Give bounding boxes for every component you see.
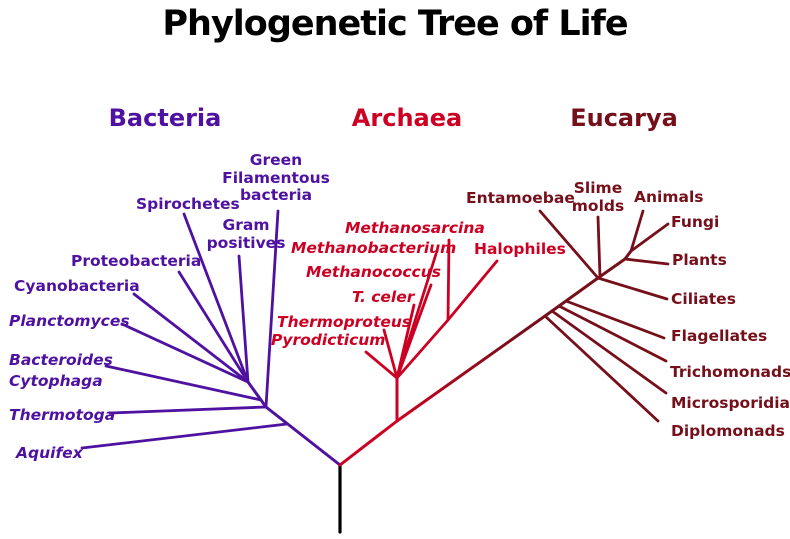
branch-diplomonads — [543, 314, 660, 423]
bacteria-hub-upper — [246, 380, 268, 409]
taxon-label-cytophaga: Cytophaga — [9, 372, 103, 390]
taxon-label-fungi: Fungi — [671, 213, 720, 231]
taxon-label-aquifex: Aquifex — [16, 444, 83, 462]
taxon-label-animals: Animals — [634, 188, 704, 206]
taxon-label-planctomyces: Planctomyces — [9, 312, 130, 330]
branch-entamoebae — [538, 209, 600, 280]
domain-header-eucarya: Eucarya — [570, 104, 678, 132]
taxon-label-halophiles: Halophiles — [474, 240, 566, 258]
taxon-label-diplomonads: Diplomonads — [671, 422, 785, 440]
branch-flagellates — [564, 299, 666, 340]
domain-header-archaea: Archaea — [351, 104, 463, 132]
taxon-label-methanobacterium: Methanobacterium — [291, 239, 457, 257]
branch-plants — [623, 257, 670, 266]
branch-animals — [629, 209, 645, 253]
domain-header-bacteria: Bacteria — [108, 104, 222, 132]
branch-spirochetes — [182, 212, 250, 384]
taxon-label-flagellates: Flagellates — [671, 327, 768, 345]
branch-methanosarcina — [446, 238, 451, 322]
branch-methanobacterium — [395, 252, 438, 380]
branch-thermoproteus — [382, 328, 399, 380]
branch-bacteroides-cytophaga — [104, 364, 263, 402]
root-to-archaea — [338, 419, 399, 467]
eucarya-main-stem — [395, 249, 633, 423]
taxon-label-thermotoga: Thermotoga — [9, 406, 116, 424]
taxon-label-thermoproteus: Thermoproteus — [277, 313, 412, 331]
taxon-label-methanosarcina: Methanosarcina — [345, 219, 485, 237]
branch-aquifex — [80, 422, 289, 450]
taxon-label-ciliates: Ciliates — [671, 290, 736, 308]
taxon-label-spirochetes: Spirochetes — [136, 195, 240, 213]
taxon-label-trichomonads: Trichomonads — [670, 363, 790, 381]
taxon-label-t-celer: T. celer — [352, 288, 415, 306]
branch-proteobacteria — [177, 270, 250, 384]
taxon-label-proteobacteria: Proteobacteria — [71, 252, 202, 270]
branch-slime-molds — [596, 215, 602, 279]
branch-pyrodicticum — [364, 350, 399, 380]
taxon-label-pyrodicticum: Pyrodicticum — [271, 331, 386, 349]
branch-fungi — [629, 222, 670, 253]
branch-trichomonads — [557, 304, 668, 363]
branch-microsporidia — [550, 309, 668, 395]
taxon-label-microsporidia: Microsporidia — [671, 394, 790, 412]
branch-green-filamentous — [264, 209, 280, 409]
root-to-bacteria-hub — [264, 405, 342, 467]
taxon-label-bacteroides: Bacteroides — [9, 351, 113, 369]
taxon-label-entamoebae: Entamoebae — [466, 189, 575, 207]
tree-branches — [80, 209, 670, 534]
branch-planctomyces — [120, 322, 250, 384]
taxon-label-plants: Plants — [672, 251, 727, 269]
taxon-label-methanococcus: Methanococcus — [306, 263, 441, 281]
taxon-label-cyanobacteria: Cyanobacteria — [14, 277, 140, 295]
branch-gram-positives — [237, 254, 250, 384]
branch-thermotoga — [108, 405, 268, 415]
page-title: Phylogenetic Tree of Life — [162, 4, 628, 44]
branch-ciliates — [596, 276, 669, 301]
branch-cyanobacteria — [132, 292, 250, 384]
